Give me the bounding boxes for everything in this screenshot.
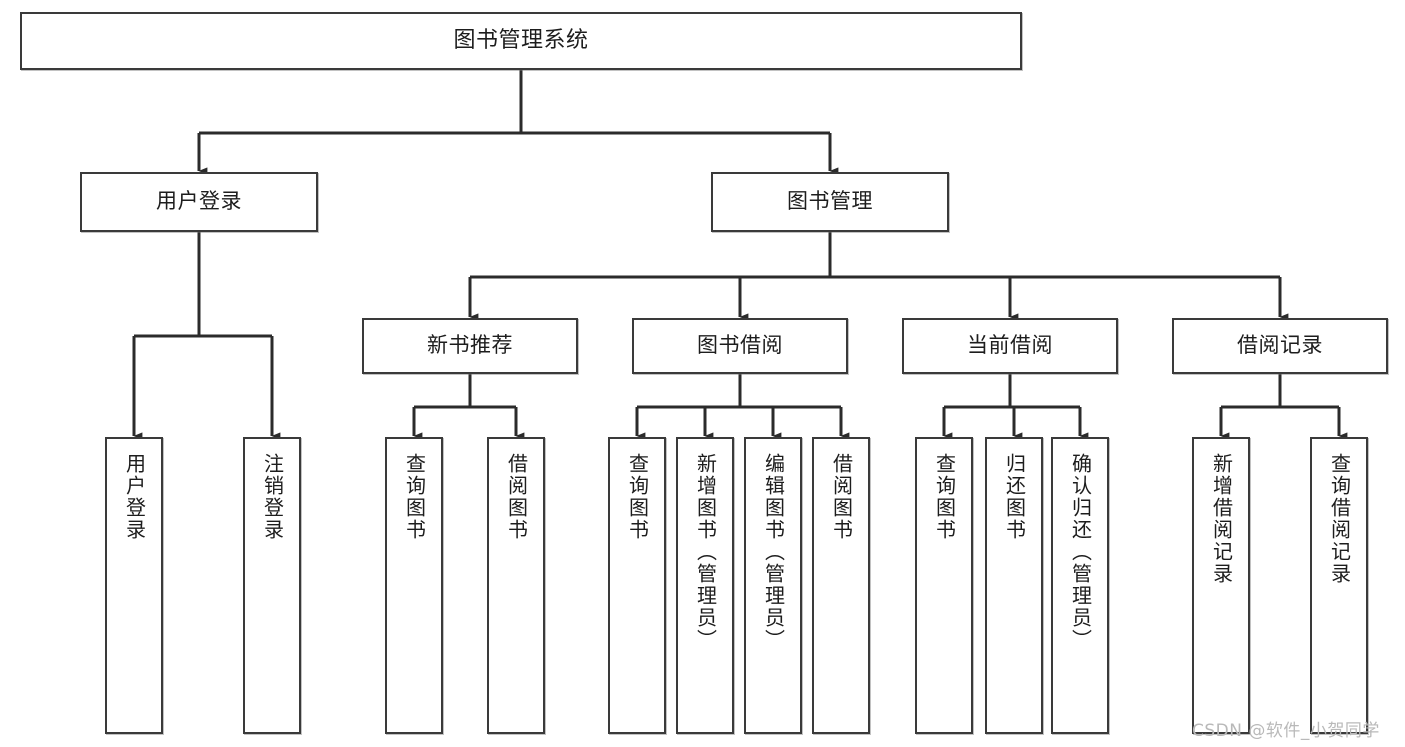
- node-label-records: 借阅记录: [1237, 333, 1323, 358]
- node-label-leaf-cur-confirm: 确认归还（管理员）: [1068, 453, 1093, 651]
- node-label-leaf-user-logout: 注销登录: [260, 453, 285, 541]
- node-leaf-cur-confirm[interactable]: 确认归还（管理员）: [1051, 437, 1109, 734]
- node-label-bookmgmt: 图书管理: [787, 189, 873, 214]
- node-label-login: 用户登录: [156, 189, 242, 214]
- node-leaf-bor-edit[interactable]: 编辑图书（管理员）: [744, 437, 802, 734]
- node-label-leaf-bor-lend: 借阅图书: [829, 453, 854, 541]
- node-leaf-rcd-query[interactable]: 查询借阅记录: [1310, 437, 1368, 734]
- node-leaf-rcd-add[interactable]: 新增借阅记录: [1192, 437, 1250, 734]
- node-label-leaf-rcd-query: 查询借阅记录: [1327, 453, 1352, 585]
- node-label-leaf-cur-query: 查询图书: [932, 453, 957, 541]
- node-leaf-bor-add[interactable]: 新增图书（管理员）: [676, 437, 734, 734]
- node-leaf-user-logout[interactable]: 注销登录: [243, 437, 301, 734]
- node-label-leaf-cur-return: 归还图书: [1002, 453, 1027, 541]
- node-newrec[interactable]: 新书推荐: [362, 318, 578, 374]
- node-label-root: 图书管理系统: [453, 27, 589, 53]
- node-leaf-cur-return[interactable]: 归还图书: [985, 437, 1043, 734]
- node-root[interactable]: 图书管理系统: [20, 12, 1022, 70]
- node-login[interactable]: 用户登录: [80, 172, 318, 232]
- node-label-borrow: 图书借阅: [697, 333, 783, 358]
- node-label-leaf-bor-add: 新增图书（管理员）: [693, 453, 718, 651]
- node-label-leaf-user-login: 用户登录: [122, 453, 147, 541]
- node-leaf-user-login[interactable]: 用户登录: [105, 437, 163, 734]
- node-leaf-bor-lend[interactable]: 借阅图书: [812, 437, 870, 734]
- node-leaf-cur-query[interactable]: 查询图书: [915, 437, 973, 734]
- node-label-leaf-rcd-add: 新增借阅记录: [1209, 453, 1234, 585]
- node-label-leaf-rec-query: 查询图书: [402, 453, 427, 541]
- node-bookmgmt[interactable]: 图书管理: [711, 172, 949, 232]
- node-current[interactable]: 当前借阅: [902, 318, 1118, 374]
- node-label-newrec: 新书推荐: [427, 333, 513, 358]
- node-label-leaf-rec-borrow: 借阅图书: [504, 453, 529, 541]
- node-label-leaf-bor-query: 查询图书: [625, 453, 650, 541]
- node-leaf-rec-borrow[interactable]: 借阅图书: [487, 437, 545, 734]
- node-records[interactable]: 借阅记录: [1172, 318, 1388, 374]
- node-leaf-bor-query[interactable]: 查询图书: [608, 437, 666, 734]
- node-leaf-rec-query[interactable]: 查询图书: [385, 437, 443, 734]
- node-label-leaf-bor-edit: 编辑图书（管理员）: [761, 453, 786, 651]
- node-borrow[interactable]: 图书借阅: [632, 318, 848, 374]
- node-label-current: 当前借阅: [967, 333, 1053, 358]
